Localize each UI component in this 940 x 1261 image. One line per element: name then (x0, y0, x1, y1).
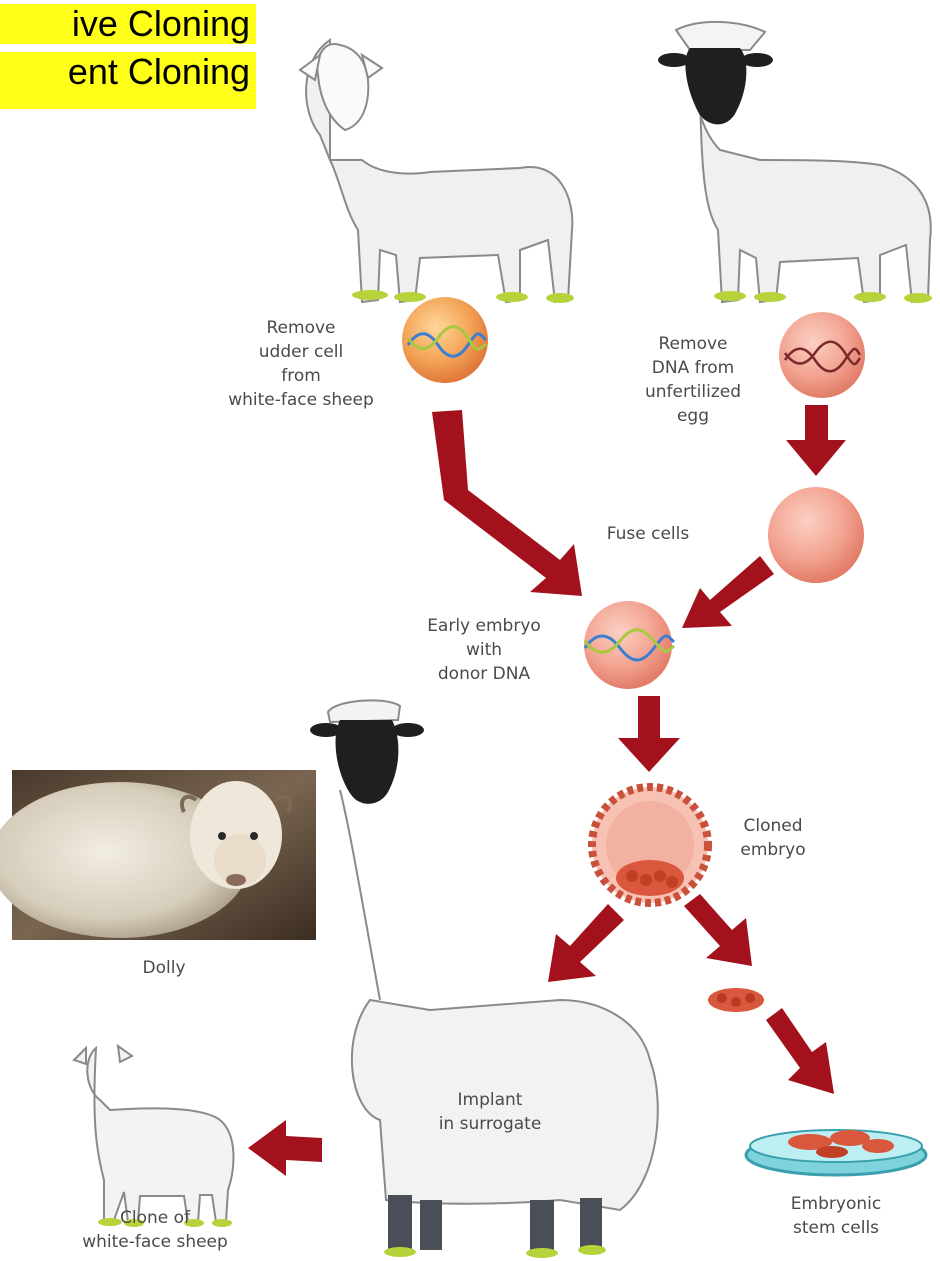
label-line: Embryonic (756, 1192, 916, 1216)
early-embryo-cell (584, 601, 674, 689)
label-line: Implant (410, 1088, 570, 1112)
label-line: donor DNA (394, 662, 574, 686)
label-cloned-embryo: Cloned embryo (718, 814, 828, 862)
arrow-embryo-down (618, 696, 680, 772)
label-dolly: Dolly (104, 956, 224, 980)
label-line: Remove (176, 316, 426, 340)
label-remove-udder-cell: Remove udder cell from white-face sheep (176, 316, 426, 412)
label-line: with (394, 638, 574, 662)
arrow-to-surrogate (548, 904, 624, 982)
label-line: udder cell (176, 340, 426, 364)
label-early-embryo: Early embryo with donor DNA (394, 614, 574, 686)
label-remove-dna: Remove DNA from unfertilized egg (618, 332, 768, 428)
label-line: white-face sheep (20, 1230, 290, 1254)
cloned-embryo (592, 787, 708, 903)
petri-dish (746, 1130, 926, 1175)
unfertilized-egg (779, 312, 865, 398)
arrow-to-inner-mass (684, 894, 752, 966)
label-clone: Clone of white-face sheep (20, 1206, 290, 1254)
label-line: egg (618, 404, 768, 428)
enucleated-egg (768, 487, 864, 583)
arrow-to-stem-cells (766, 1008, 834, 1094)
grass-tufts-surrogate (384, 1245, 606, 1258)
label-fuse-cells: Fuse cells (568, 522, 728, 546)
arrow-egg-down (786, 405, 846, 476)
label-line: embryo (718, 838, 828, 862)
dolly-photo (0, 770, 316, 940)
inner-cell-mass (708, 988, 764, 1012)
label-line: white-face sheep (176, 388, 426, 412)
grass-tufts-right (714, 291, 932, 303)
label-line: DNA from (618, 356, 768, 380)
arrow-fuse-to-embryo (682, 556, 774, 628)
label-embryonic-stem-cells: Embryonic stem cells (756, 1192, 916, 1240)
white-face-sheep (300, 40, 572, 302)
label-line: unfertilized (618, 380, 768, 404)
label-line: Remove (618, 332, 768, 356)
arrow-to-clone (248, 1120, 322, 1176)
label-line: Early embryo (394, 614, 574, 638)
label-line: Clone of (20, 1206, 290, 1230)
clone-lamb (74, 1046, 233, 1222)
label-line: Cloned (718, 814, 828, 838)
label-line: in surrogate (410, 1112, 570, 1136)
label-implant: Implant in surrogate (410, 1088, 570, 1136)
label-line: stem cells (756, 1216, 916, 1240)
black-face-head (658, 48, 773, 124)
surrogate-head (310, 700, 424, 1000)
arrow-udder-to-embryo (432, 410, 582, 596)
label-line: from (176, 364, 426, 388)
